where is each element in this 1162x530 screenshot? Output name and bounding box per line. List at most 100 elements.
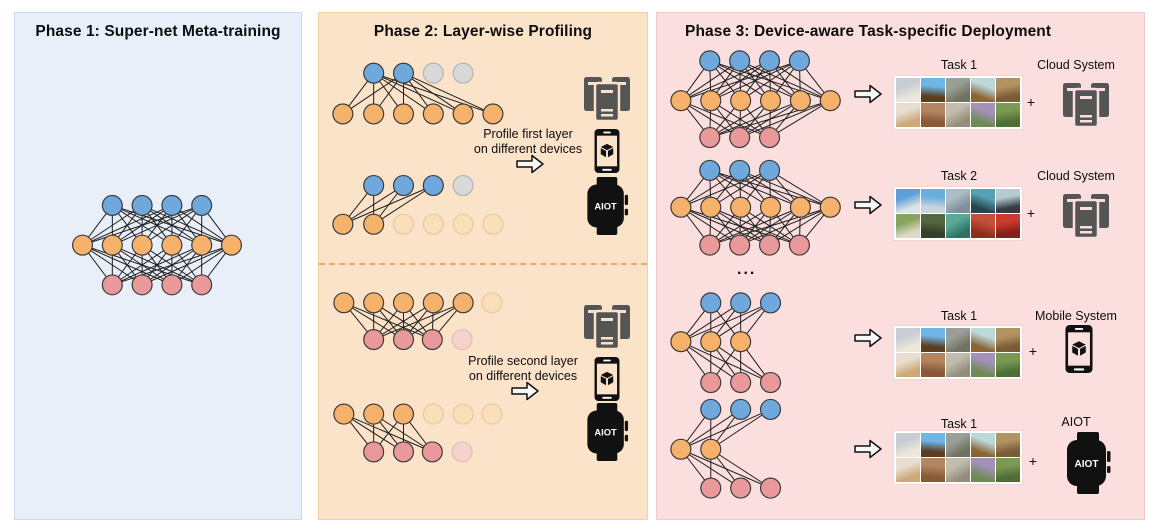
- neuron-node-blue: [758, 159, 781, 181]
- thumbnail-image: [971, 78, 995, 102]
- nn-second-layer-subnet-a: [333, 292, 503, 351]
- thumbnail-image: [996, 458, 1020, 482]
- neuron-node-orange: [730, 196, 752, 218]
- neuron-node-orange-inactive: [482, 213, 504, 235]
- neuron-node-orange-inactive: [422, 213, 444, 235]
- aiot-watch-icon: AIOT: [584, 177, 630, 235]
- neuron-node-orange: [670, 331, 692, 353]
- thumbnail-image: [946, 353, 970, 377]
- neuron-node-orange: [789, 196, 811, 218]
- neuron-node-orange: [363, 292, 385, 314]
- thumbnail-image: [921, 353, 945, 377]
- thumbnail-image: [921, 103, 945, 127]
- profile-second-layer-caption: Profile second layer on different device…: [423, 354, 623, 384]
- neuron-node-blue: [699, 50, 721, 72]
- phase2-title: Phase 2: Layer-wise Profiling: [373, 23, 593, 40]
- neuron-node-pink: [699, 126, 721, 149]
- neuron-node-pink: [421, 329, 443, 351]
- neuron-node-pink: [392, 441, 415, 463]
- thumbnail-image: [971, 433, 995, 457]
- right-arrow-icon: [853, 438, 883, 460]
- thumbnail-image: [971, 328, 995, 352]
- cloud-server-icon: [581, 304, 633, 350]
- task-label: Task 2: [940, 169, 978, 183]
- thumbnail-image: [896, 328, 920, 352]
- neuron-node-pink: [101, 274, 123, 296]
- thumbnail-image: [996, 214, 1020, 238]
- task-label: Task 1: [940, 58, 978, 72]
- caption-line-1: Profile first layer: [483, 127, 573, 141]
- thumbnail-image: [896, 433, 920, 457]
- phase3-network-diagrams: [670, 50, 841, 499]
- device-label: Cloud System: [1037, 58, 1115, 72]
- task-image-grid: [894, 431, 1022, 484]
- thumbnail-image: [946, 433, 970, 457]
- neuron-node-orange: [392, 403, 415, 425]
- right-arrow-icon: [853, 83, 883, 105]
- neuron-node-pink: [191, 274, 213, 296]
- neuron-node-orange: [730, 331, 752, 353]
- svg-text:AIOT: AIOT: [1075, 459, 1099, 470]
- phase1-title: Phase 1: Super-net Meta-training: [35, 23, 281, 40]
- neuron-node-orange: [422, 103, 444, 125]
- thumbnail-image: [996, 78, 1020, 102]
- neuron-node-blue: [699, 159, 721, 181]
- neuron-node-pink: [161, 274, 183, 296]
- thumbnail-image: [921, 214, 945, 238]
- thumbnail-image: [971, 103, 995, 127]
- neuron-node-orange: [700, 331, 722, 353]
- neuron-node-orange: [670, 196, 692, 218]
- ellipsis: ...: [737, 261, 757, 278]
- neuron-node-blue: [191, 194, 213, 216]
- neuron-node-pink: [700, 477, 722, 499]
- neuron-node-orange: [670, 438, 692, 460]
- neuron-node-orange: [700, 90, 722, 112]
- neuron-node-pink-inactive: [451, 329, 473, 351]
- right-arrow-icon: [510, 380, 540, 402]
- neuron-node-orange-inactive: [392, 213, 415, 235]
- caption-line-1: Profile second layer: [468, 354, 578, 368]
- neuron-node-orange: [422, 292, 444, 314]
- neuron-node-orange: [363, 103, 385, 125]
- nn-task1-mobile-net: [670, 292, 782, 394]
- thumbnail-image: [946, 458, 970, 482]
- neuron-node-orange: [482, 103, 504, 125]
- neuron-node-pink: [363, 329, 385, 351]
- panel-phase3: Phase 3: Device-aware Task-specific Depl…: [656, 12, 1145, 520]
- neuron-node-pink: [729, 234, 751, 256]
- thumbnail-image: [896, 103, 920, 127]
- task-label: Task 1: [940, 417, 978, 431]
- neuron-node-orange: [101, 234, 123, 256]
- neuron-node-orange: [333, 403, 355, 425]
- neuron-node-blue: [700, 398, 722, 420]
- neuron-node-orange-inactive: [422, 403, 444, 425]
- plus-sign: +: [1028, 343, 1038, 359]
- task-image-grid: [894, 76, 1022, 129]
- neuron-node-pink: [730, 477, 752, 499]
- thumbnail-image: [946, 189, 970, 213]
- device-label: Cloud System: [1037, 169, 1115, 183]
- neuron-node-orange: [72, 234, 94, 256]
- neuron-node-orange-inactive: [452, 213, 474, 235]
- neuron-node-blue: [363, 62, 385, 84]
- svg-text:AIOT: AIOT: [594, 202, 617, 212]
- mobile-phone-icon: [593, 128, 621, 174]
- neuron-node-blue: [422, 174, 444, 197]
- neuron-node-blue: [392, 62, 415, 84]
- neuron-node-orange: [452, 292, 474, 314]
- panel-phase2: Phase 2: Layer-wise Profiling Profile fi…: [318, 12, 648, 520]
- task-image-grid: [894, 326, 1022, 379]
- neuron-node-orange: [759, 196, 782, 218]
- nn-first-layer-subnet-a: [332, 62, 504, 125]
- mobile-phone-icon: [593, 356, 621, 402]
- neuron-node-orange: [363, 403, 385, 425]
- neuron-node-blue: [729, 50, 751, 72]
- thumbnail-image: [996, 189, 1020, 213]
- svg-text:AIOT: AIOT: [594, 428, 617, 438]
- neuron-node-orange: [819, 90, 841, 112]
- neuron-node-blue: [788, 50, 810, 72]
- neuron-node-orange: [789, 90, 811, 112]
- neuron-node-orange: [819, 196, 841, 218]
- neuron-node-pink-inactive: [451, 441, 473, 463]
- neuron-node-pink: [392, 329, 415, 351]
